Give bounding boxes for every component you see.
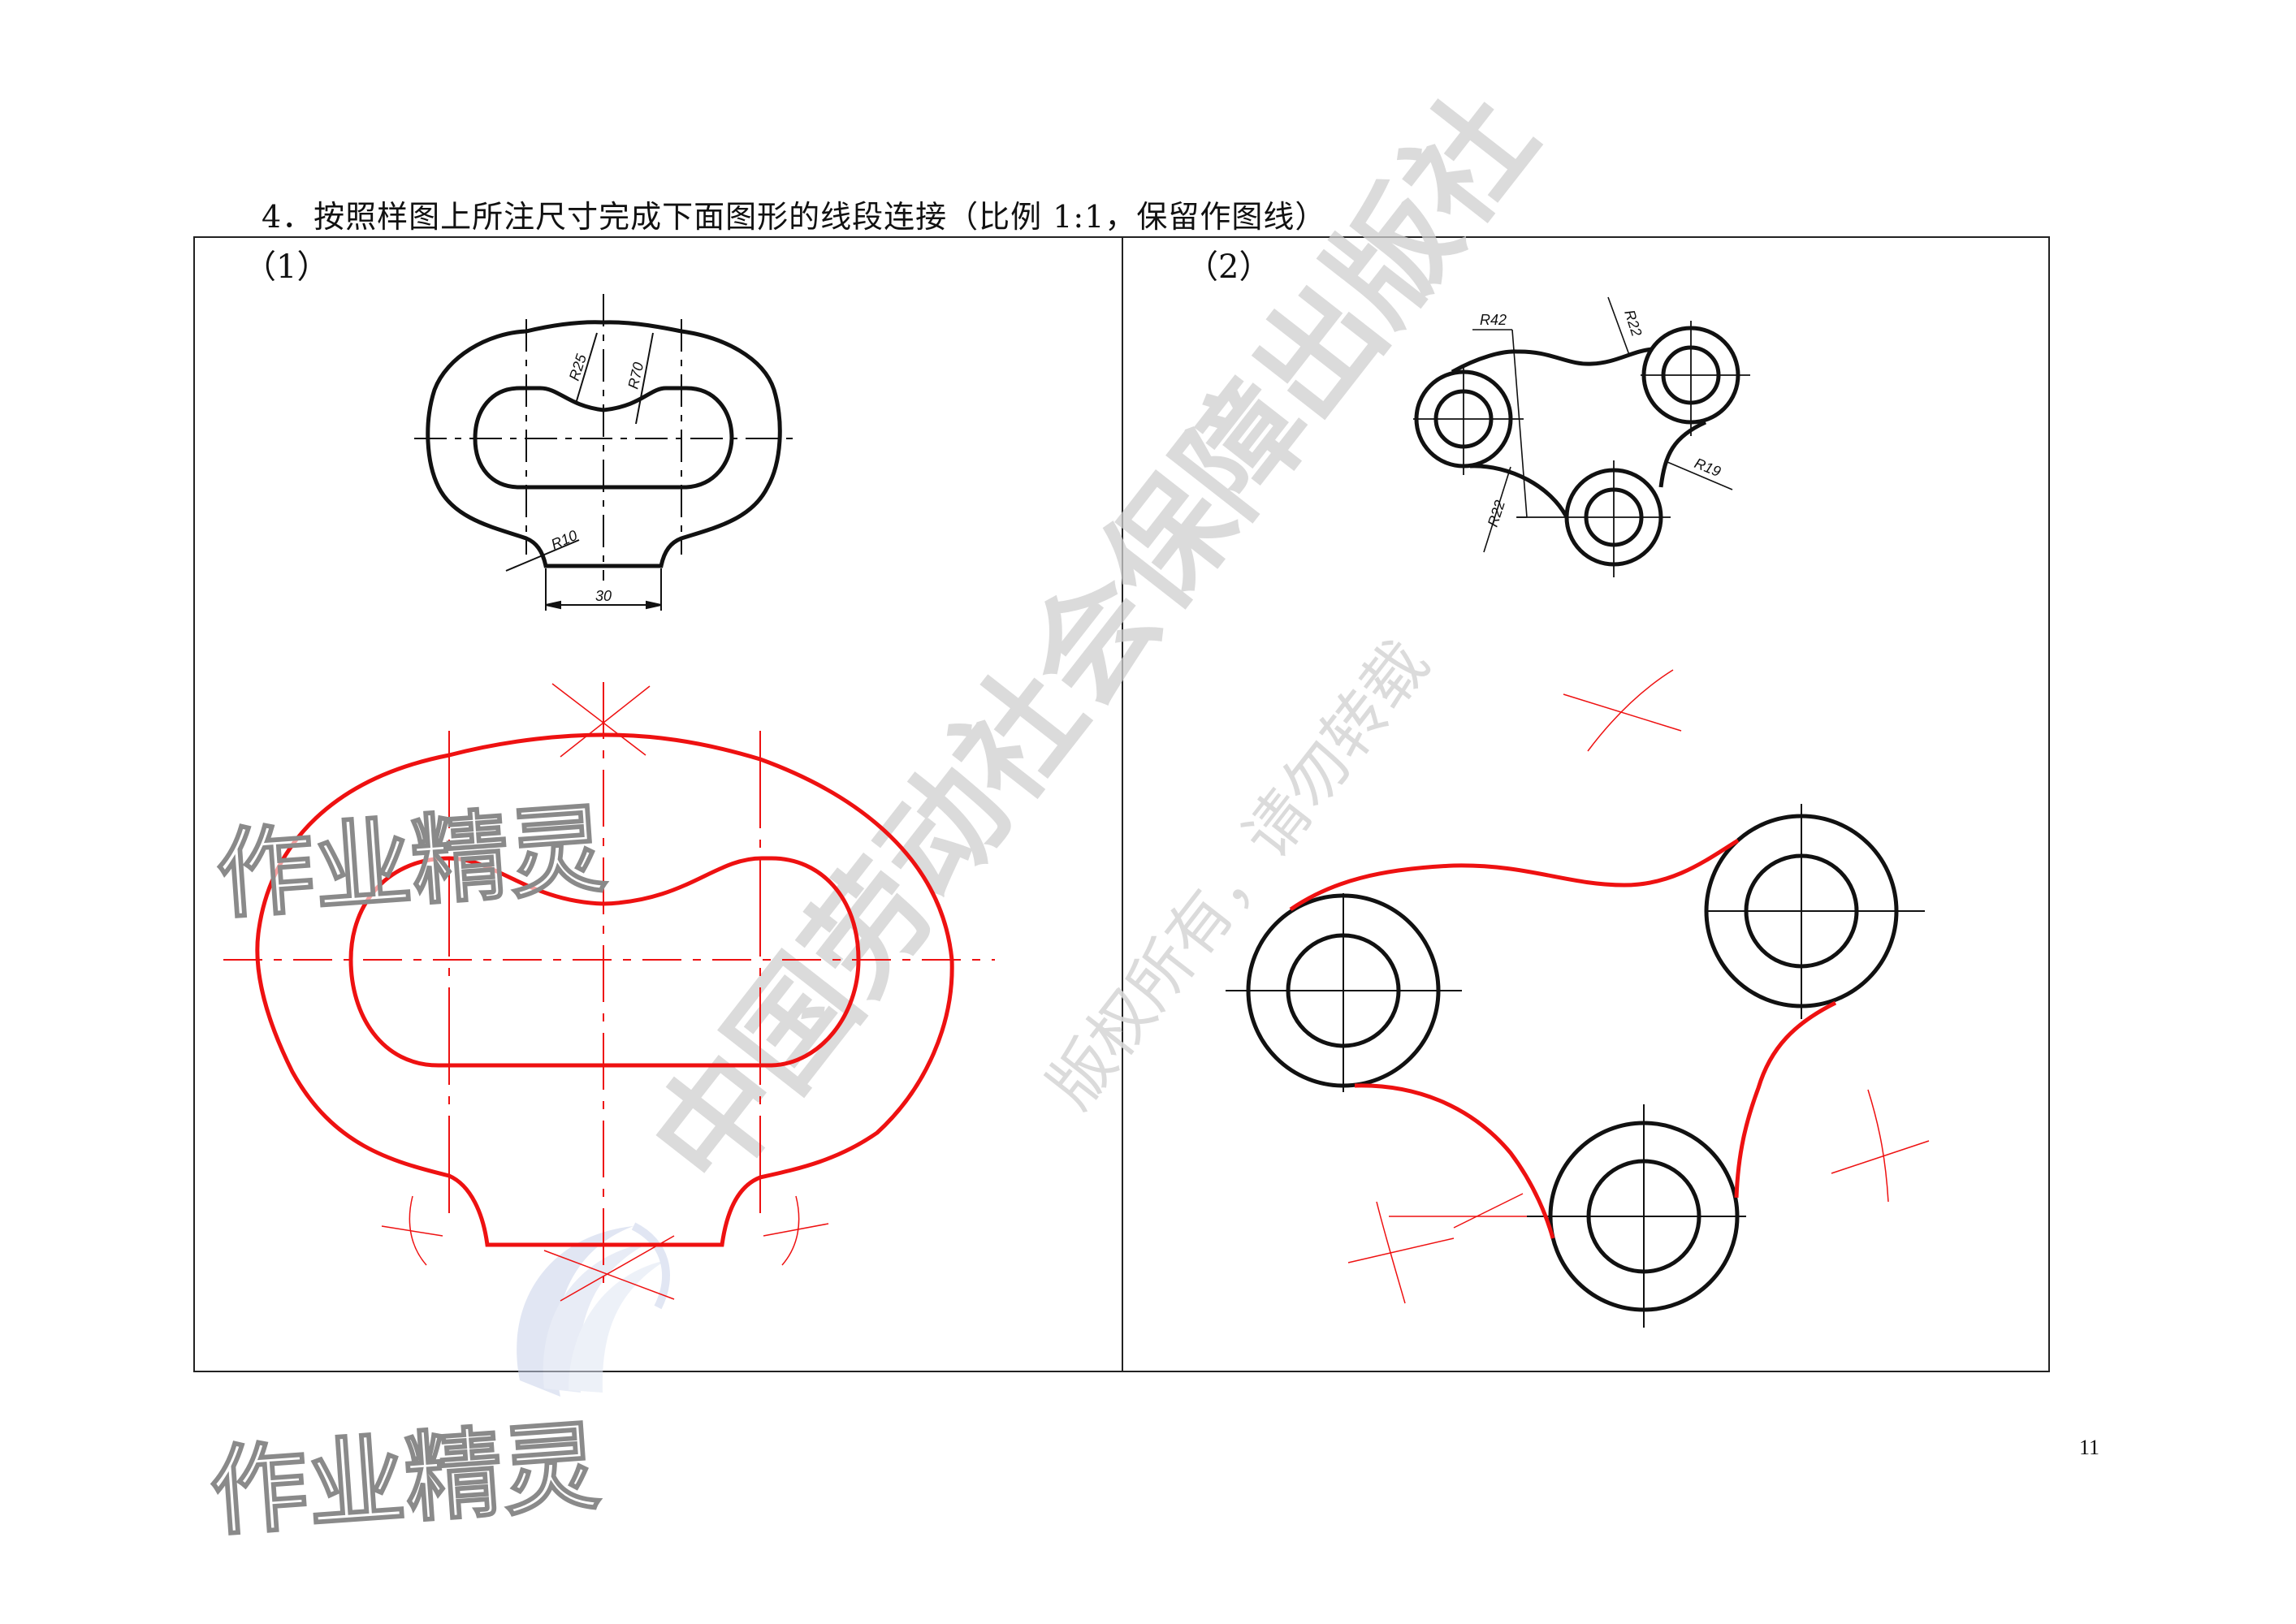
panel-2-sample-drawing: R42 R22 R19 R22	[1413, 296, 1750, 577]
dim-r22-bottom: R22	[1485, 499, 1508, 529]
brand-watermark-upper: 作业精灵	[212, 793, 611, 934]
svg-text:作业精灵: 作业精灵	[213, 793, 610, 933]
panel-2-solution-drawing	[1226, 669, 1930, 1328]
dim-r19: R19	[1693, 455, 1723, 480]
dim-r25: R25	[566, 352, 590, 383]
panel-2-label: （2）	[1186, 248, 1272, 286]
dim-r22-top: R22	[1621, 308, 1645, 339]
dim-r10: R10	[548, 527, 579, 553]
panel-divider	[1122, 236, 1123, 1372]
panel-1-solution-drawing	[223, 682, 995, 1302]
dim-r42: R42	[1480, 312, 1507, 328]
panel-1-sample-drawing: R25 R70 R10 30	[414, 294, 796, 611]
page-number: 11	[2079, 1436, 2100, 1459]
brand-watermark-lower: 作业精灵	[205, 1410, 604, 1551]
logo-swoosh-icon	[517, 1222, 670, 1397]
svg-text:作业精灵: 作业精灵	[206, 1410, 603, 1550]
question-instruction: 4．按照样图上所注尺寸完成下面图形的线段连接（比例 1:1，保留作图线）	[262, 199, 1327, 235]
dim-30: 30	[595, 588, 612, 604]
panel-1-label: （1）	[244, 248, 330, 286]
